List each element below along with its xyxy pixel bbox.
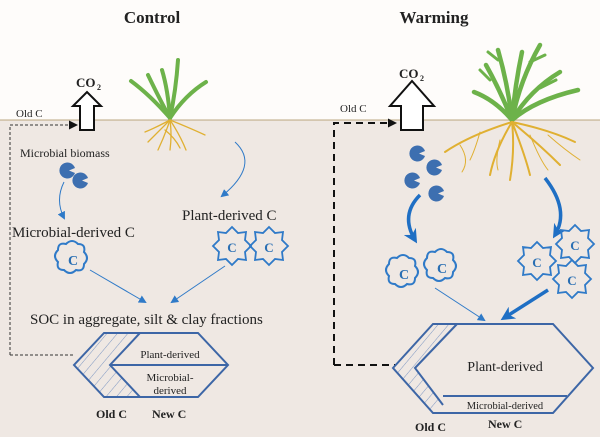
plant-icon-warming (444, 42, 581, 181)
soc-pool-hexagon-warming (391, 323, 595, 414)
control-title: Control (124, 8, 181, 27)
svg-text:C: C (264, 240, 273, 255)
old-c-flux-path-control (9, 120, 78, 355)
microbial-biomass-label: Microbial biomass (20, 146, 110, 160)
plant-c-star-icon: C (551, 258, 593, 300)
pool-plant-derived-label-warming: Plant-derived (467, 360, 542, 375)
co2-subscript-control: 2 (97, 83, 101, 92)
svg-text:C: C (399, 268, 409, 283)
pool-plant-derived-label-control: Plant-derived (140, 349, 200, 361)
microbial-to-soc-arrow-control (89, 269, 147, 304)
svg-text:C: C (532, 255, 541, 270)
svg-text:C: C (567, 273, 576, 288)
microbe-icon (59, 162, 88, 189)
old-c-pool (74, 333, 140, 365)
soil-background (0, 120, 600, 437)
root-to-plant-c-arrow-warming (543, 176, 567, 239)
co2-label-control: CO (76, 75, 96, 90)
co2-efflux-arrow-warming (387, 79, 437, 131)
microbial-c-cloud-icon: C (423, 248, 457, 282)
old-c-label-warming: Old C (340, 103, 367, 115)
new-c-axis-label-control: New C (152, 407, 186, 421)
microbial-c-cloud-icon: C (385, 254, 419, 288)
pool-microbial-derived-label-warming: Microbial-derived (467, 401, 544, 412)
warming-title: Warming (400, 8, 469, 27)
plant-c-star-icon: C (248, 225, 290, 267)
svg-text:C: C (227, 240, 236, 255)
biomass-to-microbial-arrow-warming (403, 193, 422, 244)
plant-to-soc-arrow-warming (500, 288, 549, 321)
old-c-flux-path-warming (333, 118, 397, 365)
old-c-axis-label-control: Old C (96, 407, 127, 421)
microbial-derived-c-label: Microbial-derived C (12, 225, 135, 241)
plant-to-soc-arrow-control (170, 265, 226, 304)
plant-c-star-icon: C (516, 240, 558, 282)
microbial-to-soc-arrow-warming (434, 287, 486, 322)
plant-c-star-icon: C (211, 225, 253, 267)
svg-text:C: C (437, 262, 447, 277)
svg-text:C: C (570, 238, 579, 253)
new-c-axis-label-warming: New C (488, 417, 522, 431)
microbe-icon (404, 145, 444, 202)
old-c-pool (393, 324, 457, 368)
co2-efflux-arrow-control (70, 90, 104, 131)
soc-pool-hexagon-control (72, 332, 230, 398)
pool-microbial-derived-label-control: Microbial- (146, 372, 193, 384)
old-c-axis-label-warming: Old C (415, 420, 446, 434)
soc-fractions-label: SOC in aggregate, silt & clay fractions (30, 312, 263, 328)
co2-subscript-warming: 2 (420, 74, 424, 83)
old-c-label-control: Old C (16, 108, 43, 120)
microbial-c-cloud-icon: C (54, 240, 88, 274)
root-to-plant-c-arrow (220, 141, 246, 198)
svg-text:C: C (68, 254, 78, 269)
co2-label-warming: CO (399, 66, 419, 81)
svg-text:derived: derived (154, 385, 187, 397)
plant-icon-control (129, 58, 208, 151)
plant-derived-c-label: Plant-derived C (182, 208, 277, 224)
biomass-to-microbial-arrow (57, 181, 65, 220)
